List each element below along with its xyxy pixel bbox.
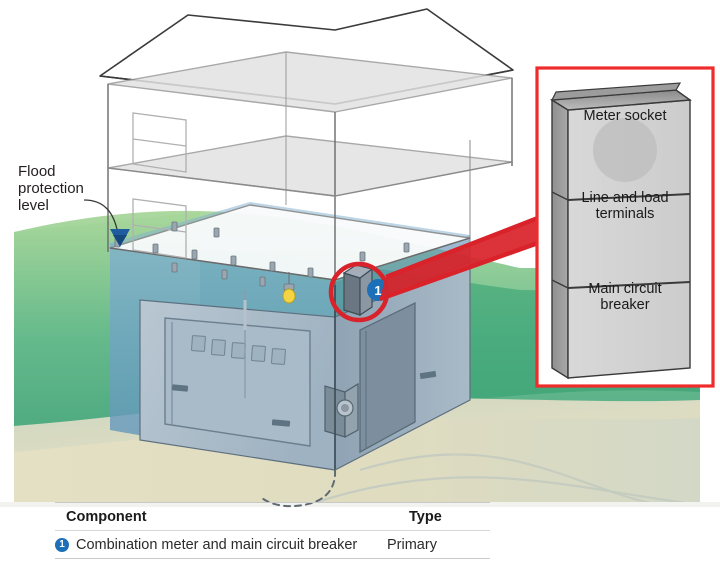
callout-label-main-circuit-breaker: Main circuit breaker xyxy=(588,281,662,313)
legend-header-type: Type xyxy=(409,508,442,525)
flood-protection-label: Flood protection level xyxy=(18,163,84,214)
ceiling-light-icon xyxy=(282,272,296,304)
legend-badge-1: 1 xyxy=(55,537,69,552)
table-row: 1 Combination meter and main circuit bre… xyxy=(55,531,490,558)
legend-header-component: Component xyxy=(66,508,147,525)
legend-header-row: Component Type xyxy=(55,503,490,530)
legend-top-rule xyxy=(55,502,490,503)
house-frame xyxy=(99,8,514,470)
flood-protection-marker xyxy=(83,199,130,247)
svg-text:1: 1 xyxy=(374,283,381,298)
ceiling-fixtures xyxy=(114,221,410,304)
basement-level xyxy=(139,261,471,508)
legend-cell-component: Combination meter and main circuit break… xyxy=(76,536,358,553)
legend-mid-rule xyxy=(55,530,490,531)
callout-panel xyxy=(535,66,715,388)
underground-conduit xyxy=(261,469,337,508)
callout-label-meter-socket: Meter socket xyxy=(583,108,667,124)
legend-bottom-rule xyxy=(55,558,490,559)
legend-cell-type: Primary xyxy=(387,536,437,553)
exterior-meter-box xyxy=(324,382,359,439)
callout-label-line-and-load-terminals: Line and load terminals xyxy=(581,190,669,222)
component-legend-table: Component Type 1 Combination meter and m… xyxy=(55,502,490,559)
callout-marker-1: 1 xyxy=(328,215,539,323)
